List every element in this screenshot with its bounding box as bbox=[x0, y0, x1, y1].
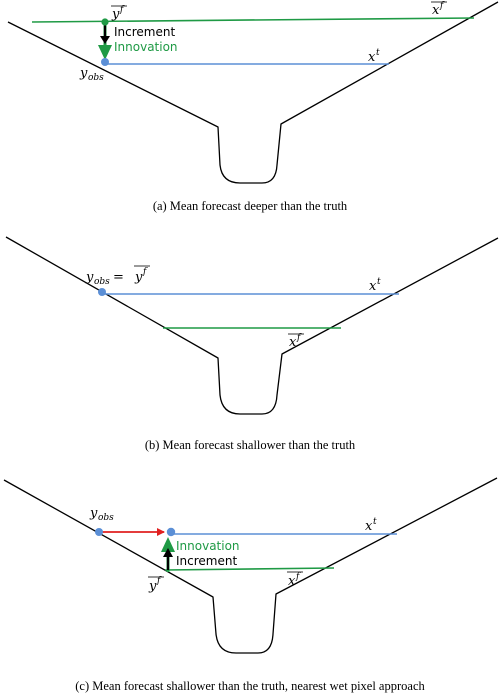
forecast-level-line-c bbox=[164, 567, 335, 571]
svg-text:x: x bbox=[288, 574, 296, 589]
increment-arrow-head-c bbox=[163, 548, 173, 557]
forecast-level-line-a bbox=[31, 17, 475, 23]
caption-b: (b) Mean forecast shallower than the tru… bbox=[145, 438, 356, 452]
nearest-wet-pixel-point-c bbox=[166, 527, 176, 537]
caption-a: (a) Mean forecast deeper than the truth bbox=[153, 199, 348, 213]
svg-text:f: f bbox=[156, 576, 162, 586]
label-xt-a: x t bbox=[368, 48, 380, 65]
label-xt-b: x t bbox=[369, 277, 381, 294]
svg-text:y: y bbox=[85, 270, 94, 285]
observation-point-c bbox=[95, 528, 103, 536]
panel-a: y f Increment Innovation y obs x t x f (… bbox=[7, 1, 499, 213]
svg-text:f: f bbox=[142, 267, 148, 277]
svg-text:t: t bbox=[376, 48, 380, 58]
svg-text:y: y bbox=[134, 270, 143, 285]
svg-text:f: f bbox=[119, 5, 125, 15]
label-yf-a: y f bbox=[111, 5, 127, 22]
label-yf-c: y f bbox=[148, 576, 164, 594]
svg-text:t: t bbox=[377, 277, 381, 287]
svg-text:f: f bbox=[439, 1, 445, 11]
svg-text:t: t bbox=[373, 517, 377, 527]
svg-text:y: y bbox=[79, 66, 88, 81]
label-xt-c: x t bbox=[365, 517, 377, 534]
label-xf-b: x f bbox=[288, 333, 304, 350]
increment-label-c: Increment bbox=[176, 554, 237, 568]
label-yobs-a: y obs bbox=[79, 66, 104, 83]
svg-text:x: x bbox=[432, 3, 440, 18]
svg-text:f: f bbox=[296, 333, 302, 343]
label-yobs-c: y obs bbox=[89, 506, 114, 523]
label-xf-c: x f bbox=[287, 571, 303, 589]
svg-text:x: x bbox=[365, 519, 373, 534]
innovation-arrow-head-c bbox=[161, 537, 175, 552]
channel-outline-b bbox=[5, 236, 499, 415]
innovation-arrow-head-a bbox=[98, 45, 112, 60]
channel-outline-c bbox=[3, 477, 498, 654]
innovation-label-c: Innovation bbox=[176, 539, 240, 553]
panel-c: y obs x t Innovation Increment y f x f (… bbox=[3, 477, 498, 693]
svg-text:y: y bbox=[89, 506, 98, 521]
channel-outline-a bbox=[7, 1, 499, 184]
panel-b: y obs = y f x t x f (b) Mean forecast sh… bbox=[5, 236, 499, 452]
svg-text:x: x bbox=[368, 50, 376, 65]
svg-text:x: x bbox=[369, 279, 377, 294]
svg-text:f: f bbox=[295, 572, 301, 582]
observation-point-a bbox=[101, 58, 109, 66]
label-yobs-equals-yf-b: y obs = y f bbox=[85, 265, 150, 287]
caption-c: (c) Mean forecast shallower than the tru… bbox=[75, 679, 425, 693]
svg-text:y: y bbox=[111, 7, 120, 22]
increment-label-a: Increment bbox=[114, 25, 175, 39]
innovation-label-a: Innovation bbox=[114, 40, 178, 54]
label-xf-a: x f bbox=[431, 1, 447, 18]
observation-point-b bbox=[98, 288, 106, 296]
svg-text:=: = bbox=[113, 270, 124, 285]
svg-text:obs: obs bbox=[94, 277, 110, 287]
forecast-point-a bbox=[101, 18, 109, 26]
svg-text:y: y bbox=[148, 579, 157, 594]
increment-arrow-head-a bbox=[100, 36, 110, 44]
svg-text:obs: obs bbox=[88, 73, 104, 83]
svg-text:obs: obs bbox=[98, 513, 114, 523]
svg-text:x: x bbox=[289, 335, 297, 350]
